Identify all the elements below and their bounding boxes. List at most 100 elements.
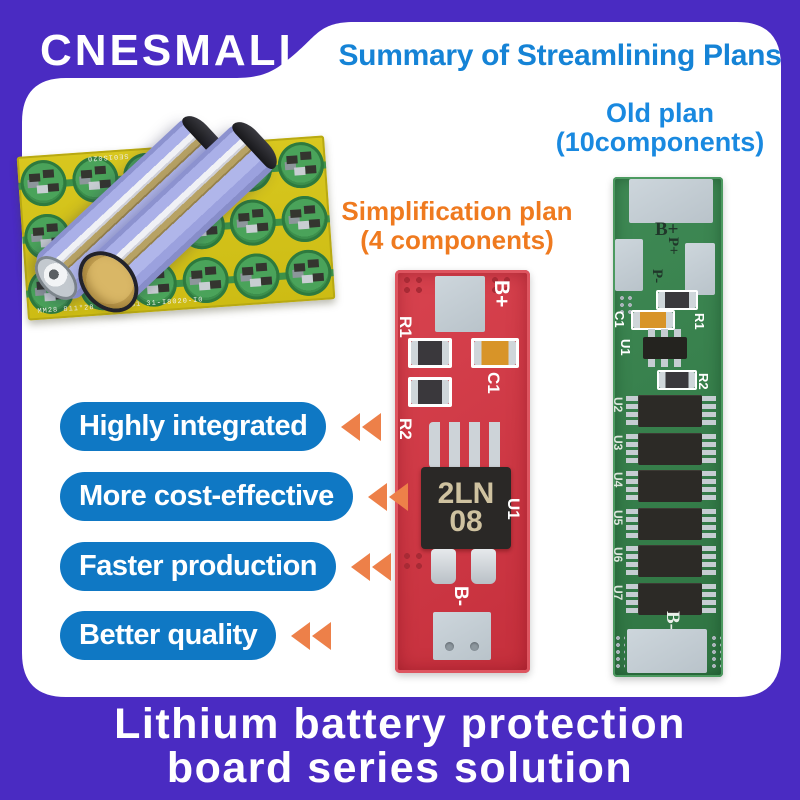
solder-hole	[470, 642, 479, 651]
capacitor-c1	[471, 338, 519, 368]
benefit-pill-faster-production: Faster production	[60, 542, 337, 591]
double-chevron-left-icon	[341, 412, 382, 441]
pcb-module	[276, 140, 326, 190]
page-title: Summary of Streamlining Plans	[338, 39, 782, 72]
red-r2-label: R2	[396, 418, 415, 440]
resistor-r2	[408, 377, 452, 407]
benefit-row: More cost-effective	[60, 472, 409, 521]
ic-legs-right	[702, 434, 716, 464]
green-p-plus-label: P+	[665, 237, 681, 255]
green-b-minus-label: B-	[662, 611, 683, 630]
green-ic-row: U5	[611, 508, 723, 540]
pcb-module	[228, 198, 278, 248]
ic-body	[638, 470, 702, 502]
footer-banner: Lithium battery protection board series …	[0, 700, 800, 792]
resistor-body	[659, 372, 695, 388]
chip-marking-line2: 08	[449, 505, 483, 538]
green-c1-label: C1	[612, 311, 627, 328]
solder-pad-top	[629, 179, 713, 223]
green-ic-row: U2	[611, 395, 723, 427]
ic-body	[638, 395, 702, 427]
double-chevron-left-icon	[291, 621, 332, 650]
green-ic-label: U7	[611, 585, 625, 601]
footer-line2: board series solution	[166, 743, 634, 792]
red-b-plus-label: B+	[490, 280, 513, 308]
solder-hole	[445, 642, 454, 651]
green-ic-row: U4	[611, 470, 723, 502]
benefit-row: Faster production	[60, 542, 392, 591]
pcb-module	[18, 158, 69, 208]
old-plan-label: Old plan (10components)	[540, 98, 780, 158]
capacitor-c1	[631, 310, 675, 330]
ic-legs-left	[626, 434, 638, 464]
green-b-plus-label: B+	[655, 219, 679, 240]
chip-leg-bottom	[471, 549, 496, 584]
green-u1-label: U1	[618, 339, 633, 356]
ic-legs-left	[626, 396, 638, 426]
ic-legs-left	[626, 584, 638, 614]
old-plan-line1: Old plan	[606, 98, 714, 128]
solder-pad-right	[685, 243, 715, 295]
solder-pad-bottom	[433, 612, 491, 660]
pcb-dots	[403, 276, 427, 296]
simplification-plan-label: Simplification plan (4 components)	[336, 197, 578, 254]
green-ic-label: U3	[611, 435, 625, 451]
old-plan-line2: (10components)	[555, 127, 765, 158]
green-ic-label: U5	[611, 510, 625, 526]
pcb-dots	[615, 635, 625, 671]
brand-logo: CNESMALL	[40, 26, 309, 75]
chip-marking-line1: 2LN	[437, 476, 495, 510]
green-r1-label: R1	[692, 313, 707, 330]
red-b-minus-label: B-	[450, 586, 471, 607]
red-c1-label: C1	[484, 372, 503, 394]
pcb-dots	[491, 276, 515, 296]
ic-body	[638, 508, 702, 540]
double-chevron-left-icon	[367, 482, 408, 511]
ic-body	[638, 545, 702, 577]
footer-line1: Lithium battery protection	[114, 700, 686, 748]
red-r1-label: R1	[396, 316, 415, 338]
solder-pad-top	[435, 276, 485, 332]
ic-legs-right	[702, 509, 716, 539]
benefit-row: Better quality	[60, 611, 332, 660]
benefit-pill-highly-integrated: Highly integrated	[60, 402, 327, 451]
red-u1-label: U1	[504, 498, 523, 520]
benefit-row: Highly integrated	[60, 402, 382, 451]
ic-body	[638, 433, 702, 465]
benefit-pill-more-cost-effective: More cost-effective	[60, 472, 353, 521]
green-ic-label: U6	[611, 547, 625, 563]
ic-legs-right	[702, 584, 716, 614]
benefit-pill-better-quality: Better quality	[60, 611, 277, 660]
ic-legs-right	[702, 396, 716, 426]
silkscreen-text-top: SE01S020	[86, 151, 129, 163]
ic-legs-left	[626, 509, 638, 539]
capacitor-body	[474, 341, 516, 365]
green-ic-label: U2	[611, 397, 625, 413]
ic-legs-left	[626, 546, 638, 576]
ic-body	[638, 583, 702, 615]
simplification-plan-line1: Simplification plan	[341, 196, 573, 226]
ic-legs-left	[626, 471, 638, 501]
green-ic-row: U3	[611, 433, 723, 465]
capacitor-body	[633, 312, 673, 328]
pcb-dots	[403, 552, 427, 572]
green-ic-row: U7	[611, 583, 723, 615]
resistor-body	[411, 380, 449, 404]
battery-photo: SE01S020 MM28 811*28 02/62 S1 31-I8020-I…	[16, 88, 342, 328]
chip-legs-top	[429, 422, 507, 468]
pcb-module	[232, 251, 282, 302]
red-pcb-board: B+ R1 C1 R2 2LN 08 U1 B-	[395, 270, 530, 673]
chip-leg-bottom	[431, 549, 456, 584]
double-chevron-left-icon	[351, 552, 392, 581]
mosfet-chip-2ln08: 2LN 08	[421, 467, 511, 549]
resistor-body	[411, 341, 449, 365]
pcb-module	[283, 248, 334, 298]
ic-legs-right	[702, 471, 716, 501]
resistor-r2	[657, 370, 697, 390]
solder-pad-bottom	[627, 629, 707, 673]
resistor-r1	[656, 290, 698, 310]
green-ic-label: U4	[611, 472, 625, 488]
